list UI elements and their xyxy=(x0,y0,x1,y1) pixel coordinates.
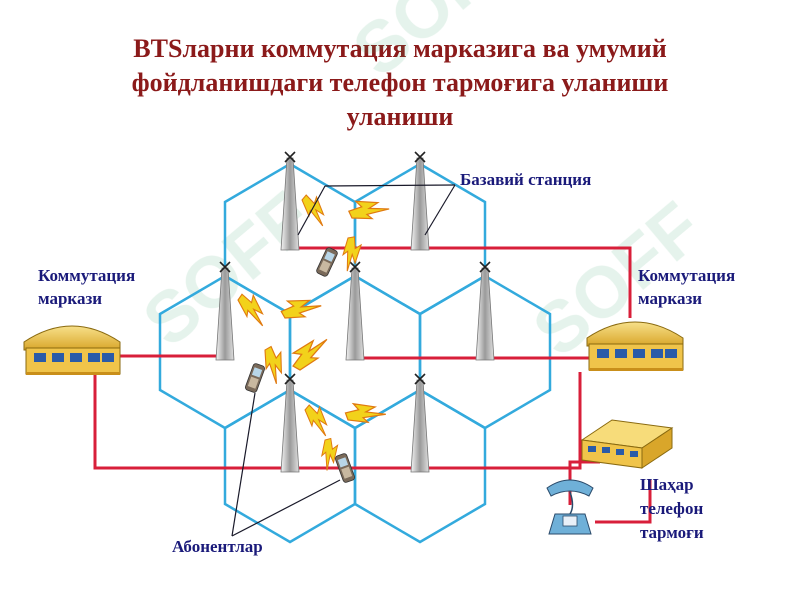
lightning-icon xyxy=(286,327,329,376)
pointer-line xyxy=(297,185,326,236)
bts-tower-icon xyxy=(475,261,495,361)
link-top xyxy=(290,246,632,318)
page-title: BTSларни коммутация марказига ва умумий … xyxy=(0,32,800,134)
telephone-icon xyxy=(546,479,594,535)
city-network-label-line-1: Шаҳар xyxy=(640,475,694,494)
link-phone xyxy=(595,480,652,524)
lightning-icon xyxy=(339,235,366,272)
lightning-icon xyxy=(257,343,294,386)
title-line-1: BTSларни коммутация марказига ва умумий xyxy=(133,34,667,63)
pointer-line xyxy=(324,184,456,187)
building-icon xyxy=(23,325,121,375)
city-network-label-line-2: телефон xyxy=(640,499,703,518)
link-left-lower xyxy=(93,372,582,470)
bts-tower-icon xyxy=(410,373,430,473)
mobile-phone-icon xyxy=(244,362,266,394)
label-pointers xyxy=(231,184,456,537)
pointer-line xyxy=(424,184,456,236)
switch-left-label-line-2: маркази xyxy=(38,289,102,308)
pointer-line xyxy=(231,392,256,537)
bts-tower-icon xyxy=(280,373,300,473)
lightning-icon xyxy=(277,286,323,327)
mobile-phone-icon xyxy=(315,246,339,278)
subscribers-label: Абонентлар xyxy=(172,537,263,556)
title-line-2: фойдланишдаги телефон тармоғига уланиши xyxy=(131,68,669,97)
exchange-building-icon xyxy=(580,419,674,469)
building-icon xyxy=(586,321,684,371)
connection-lines xyxy=(93,246,652,524)
base-station-label: Базавий станция xyxy=(460,170,591,189)
bts-tower-icon xyxy=(345,261,365,361)
pointer-line xyxy=(231,479,341,537)
watermark-text: SOFF xyxy=(339,0,538,92)
title-line-3: уланиши xyxy=(346,102,454,131)
switch-right-label-line-2: маркази xyxy=(638,289,702,308)
switch-right-label-line-1: Коммутация xyxy=(638,266,735,285)
city-network-label-line-3: тармоғи xyxy=(640,523,704,542)
switch-left-label-line-1: Коммутация xyxy=(38,266,135,285)
